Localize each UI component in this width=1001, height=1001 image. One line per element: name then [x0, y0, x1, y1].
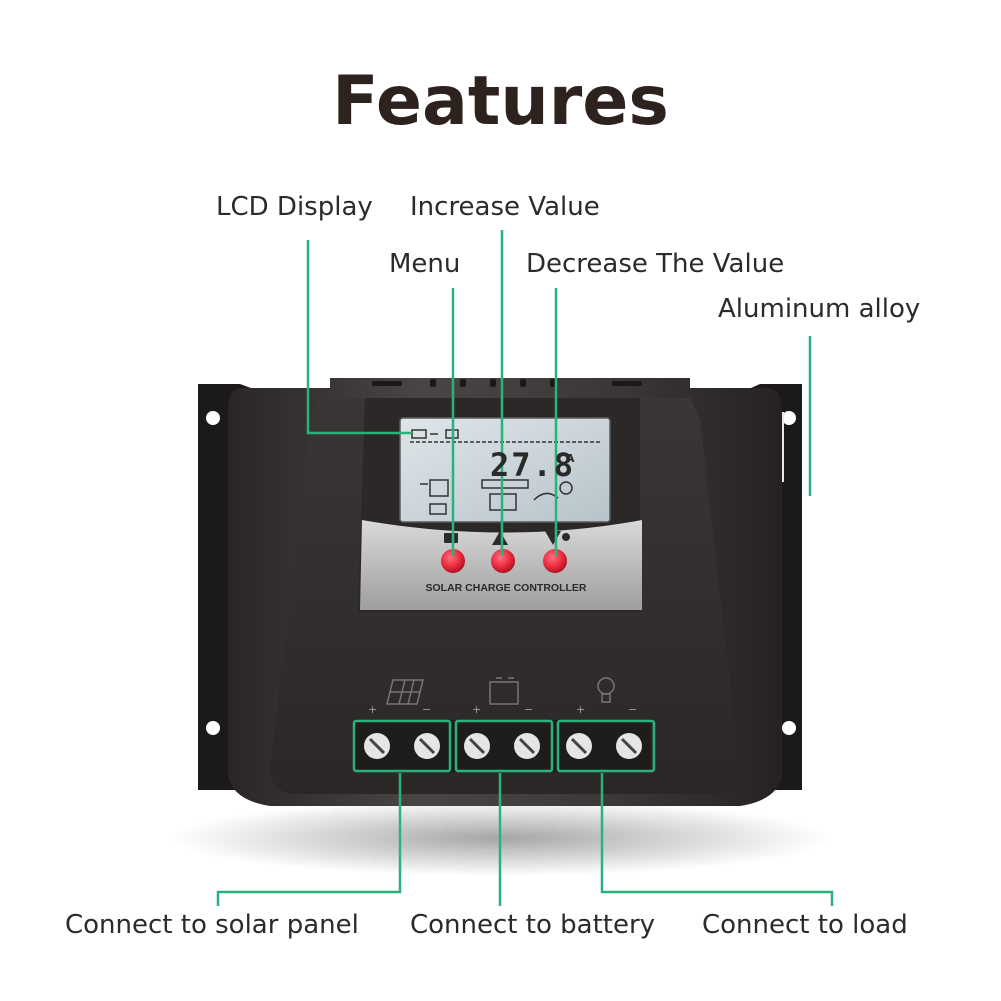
terminal-block — [355, 720, 651, 772]
brand-label: SOLAR CHARGE CONTROLLER — [425, 582, 587, 594]
label-connect-battery: Connect to battery — [410, 910, 656, 940]
down-bulb-icon — [562, 533, 570, 541]
label-increase-value: Increase Value — [410, 192, 600, 222]
solar-panel-icon — [386, 679, 424, 705]
decrease-button[interactable] — [543, 549, 567, 573]
terminal-highlight-boxes — [352, 719, 656, 773]
solar-plus-sign: + — [368, 703, 378, 716]
solar-panel-leader — [216, 773, 402, 906]
menu-icon — [444, 533, 458, 543]
battery-minus-sign: − — [524, 703, 534, 716]
lcd-reading: 27.8 — [490, 446, 576, 484]
battery-icon — [489, 677, 519, 705]
menu-button[interactable] — [441, 549, 465, 573]
label-decrease-value: Decrease The Value — [526, 249, 785, 279]
load-plus-sign: + — [576, 703, 586, 716]
load-terminal-box — [556, 719, 656, 773]
top-vents — [372, 379, 642, 387]
lcd-solar-icon — [429, 479, 449, 497]
label-menu: Menu — [389, 249, 461, 279]
solar-terminal-box — [352, 719, 452, 773]
lcd-bulb-icon — [559, 481, 573, 495]
up-icon — [492, 531, 508, 545]
label-connect-solar: Connect to solar panel — [65, 910, 359, 940]
battery-terminal-box — [454, 719, 554, 773]
increase-button[interactable] — [491, 549, 515, 573]
lcd-display-leader — [306, 240, 412, 435]
battery-plus-sign: + — [472, 703, 482, 716]
solar-minus-sign: − — [422, 703, 432, 716]
label-connect-load: Connect to load — [702, 910, 908, 940]
label-lcd-display: LCD Display — [216, 192, 373, 222]
page-title: Features — [332, 62, 669, 141]
load-leader — [600, 773, 834, 906]
callout-lines — [216, 230, 834, 906]
lcd-unit: A — [566, 452, 575, 465]
bulb-icon — [597, 677, 615, 703]
load-minus-sign: − — [628, 703, 638, 716]
label-aluminum-alloy: Aluminum alloy — [718, 294, 921, 324]
